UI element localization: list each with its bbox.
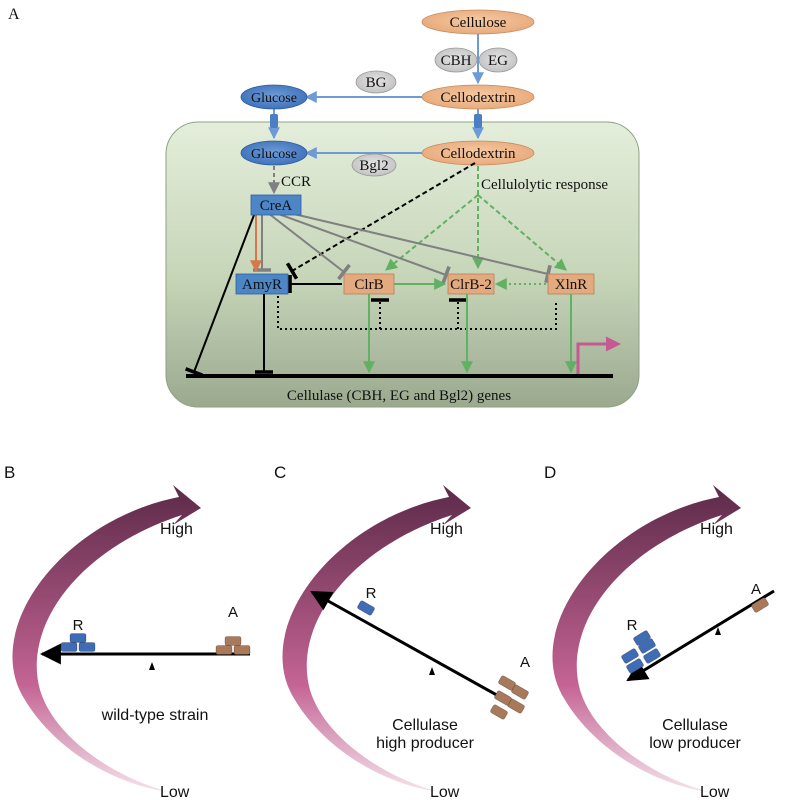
cellulolytic-response-arrows bbox=[385, 166, 567, 271]
fulcrum bbox=[715, 627, 721, 635]
enzyme-eg-label: EG bbox=[488, 53, 508, 69]
cell-compartment bbox=[165, 121, 640, 408]
node-clrb: ClrB bbox=[343, 273, 395, 295]
node-glucose-inside-label: Glucose bbox=[251, 147, 297, 162]
label-activator: A bbox=[751, 581, 761, 598]
panel-label-c: C bbox=[274, 463, 286, 482]
activator-block bbox=[224, 636, 242, 646]
panel-label-d: D bbox=[544, 463, 556, 482]
repressor-block bbox=[60, 642, 78, 652]
repressor-block bbox=[643, 648, 661, 664]
node-crea-label: CreA bbox=[260, 198, 293, 214]
high-low-arrow bbox=[282, 485, 471, 792]
node-cellodextrin-inside: Cellodextrin bbox=[421, 140, 535, 166]
label-repressor: R bbox=[627, 617, 638, 634]
repressor-block bbox=[69, 633, 87, 643]
cellulase-genes-label: Cellulase (CBH, EG and Bgl2) genes bbox=[287, 388, 511, 404]
label-low: Low bbox=[430, 784, 460, 800]
activator-block bbox=[751, 597, 769, 613]
balance-caption-line-1: wild-type strain bbox=[101, 707, 209, 724]
node-glucose-inside: Glucose bbox=[240, 140, 308, 166]
amyr-feedback-loop bbox=[277, 296, 557, 330]
balance-caption-line-2: high producer bbox=[376, 735, 475, 752]
node-xlnr: XlnR bbox=[547, 273, 595, 295]
node-cellodextrin-outside: Cellodextrin bbox=[421, 84, 535, 110]
enzyme-bg-label: BG bbox=[366, 75, 387, 91]
node-glucose-outside: Glucose bbox=[240, 84, 308, 110]
cellulolytic-response-label: Cellulolytic response bbox=[481, 177, 608, 193]
label-high: High bbox=[700, 521, 733, 538]
ccr-label: CCR bbox=[281, 174, 311, 190]
panel-label-b: B bbox=[4, 463, 15, 482]
balance-caption-line-2: low producer bbox=[649, 735, 741, 752]
label-activator: A bbox=[228, 604, 238, 621]
node-cellulose-label: Cellulose bbox=[450, 15, 507, 31]
node-glucose-outside-label: Glucose bbox=[251, 91, 297, 106]
high-low-arrow bbox=[12, 485, 201, 792]
label-repressor: R bbox=[73, 617, 84, 634]
fulcrum bbox=[429, 667, 435, 675]
repressor-block bbox=[626, 658, 644, 674]
high-low-arrow bbox=[552, 485, 741, 792]
repressor-block bbox=[621, 648, 639, 664]
cellodextrin-amyr-dashed-inhibition bbox=[285, 162, 476, 280]
balance-beam bbox=[310, 590, 521, 710]
promoter-arrow bbox=[576, 336, 621, 374]
node-xlnr-label: XlnR bbox=[555, 277, 588, 293]
node-clrb2: ClrB-2 bbox=[447, 273, 495, 295]
label-low: Low bbox=[700, 784, 730, 800]
repressor-block bbox=[78, 642, 96, 652]
activator-block bbox=[215, 645, 233, 655]
crea-inhibitions bbox=[253, 209, 552, 285]
enzyme-bg: BG bbox=[355, 70, 397, 94]
repressor-block bbox=[633, 630, 651, 646]
enzyme-cbh-label: CBH bbox=[441, 53, 472, 69]
node-crea: CreA bbox=[250, 194, 302, 216]
node-amyr: AmyR bbox=[235, 273, 289, 295]
node-clrb-label: ClrB bbox=[354, 277, 383, 293]
enzyme-eg: EG bbox=[478, 47, 518, 73]
activator-block bbox=[490, 704, 508, 720]
node-cellodextrin-outside-label: Cellodextrin bbox=[441, 90, 516, 106]
label-activator: A bbox=[520, 654, 530, 671]
crea-genes-inhibition bbox=[184, 214, 255, 377]
node-clrb2-label: ClrB-2 bbox=[450, 277, 492, 293]
activator-block bbox=[498, 675, 516, 691]
node-cellodextrin-inside-label: Cellodextrin bbox=[441, 146, 516, 162]
label-low: Low bbox=[160, 784, 190, 800]
activator-block bbox=[233, 645, 251, 655]
label-high: High bbox=[160, 521, 193, 538]
balance-caption-line-1: Cellulase bbox=[392, 717, 458, 734]
panel-label-a: A bbox=[8, 6, 20, 23]
enzyme-cbh: CBH bbox=[434, 47, 478, 73]
enzyme-bgl2: Bgl2 bbox=[351, 153, 397, 177]
repressor-block bbox=[357, 600, 375, 616]
node-cellulose: Cellulose bbox=[421, 9, 535, 35]
activator-block bbox=[494, 690, 512, 706]
node-amyr-label: AmyR bbox=[242, 277, 282, 293]
repressor-block bbox=[638, 638, 656, 654]
glucose-transporter bbox=[270, 114, 278, 128]
fulcrum bbox=[149, 662, 155, 670]
label-repressor: R bbox=[366, 585, 377, 602]
cellodextrin-transporter bbox=[474, 114, 482, 128]
balance-beam bbox=[626, 589, 775, 682]
balance-caption-line-1: Cellulase bbox=[662, 717, 728, 734]
enzyme-bgl2-label: Bgl2 bbox=[359, 158, 388, 174]
label-high: High bbox=[430, 521, 463, 538]
